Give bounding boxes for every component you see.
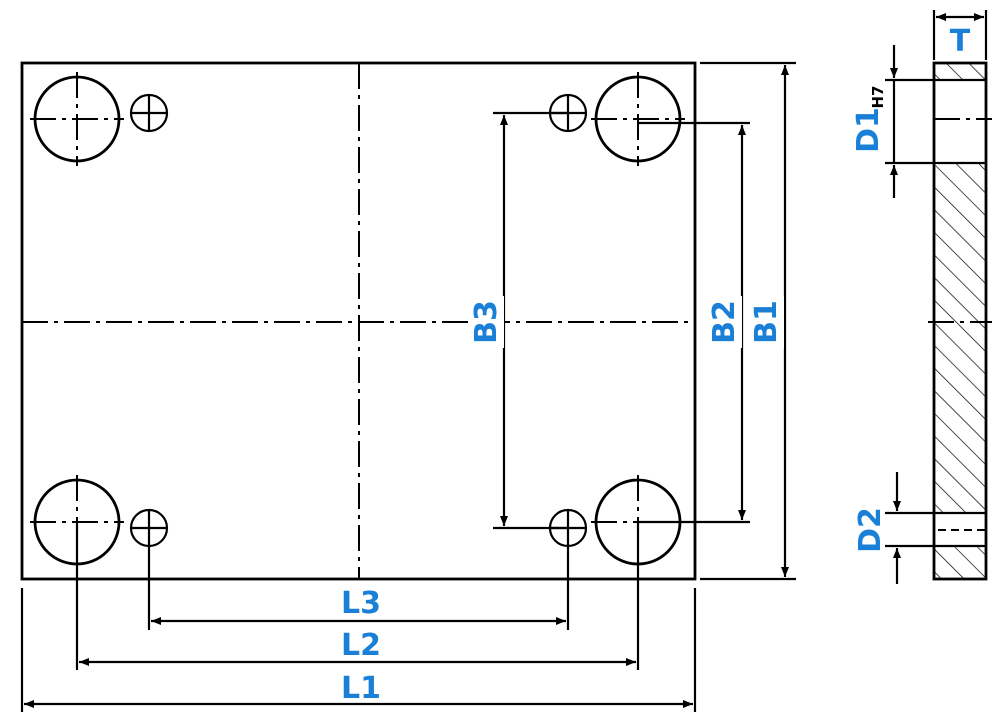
label-d1-tolerance: H7 — [869, 86, 887, 109]
dimension-b1 — [700, 61, 796, 581]
label-t: T — [950, 24, 971, 59]
label-l3: L3 — [341, 586, 381, 621]
small-hole-bottom-left — [129, 508, 169, 548]
label-b2: B2 — [707, 300, 742, 344]
dimension-l1 — [20, 588, 697, 712]
dimension-l2 — [75, 522, 640, 670]
front-view — [20, 61, 697, 581]
labels: L3 L2 L1 B3 B2 B1 T D1 H7 D2 — [337, 24, 971, 706]
label-b1: B1 — [749, 300, 784, 344]
large-hole-top-left — [30, 72, 124, 166]
label-l1: L1 — [341, 671, 381, 706]
dimension-d2 — [885, 472, 934, 584]
dimension-t — [932, 10, 988, 60]
dimension-d1 — [885, 45, 934, 198]
dimension-b3 — [493, 111, 568, 530]
side-view — [928, 61, 992, 581]
large-hole-top-right — [591, 72, 685, 166]
dimension-l3 — [147, 546, 570, 630]
label-b3: B3 — [469, 300, 504, 344]
label-d1: D1 — [851, 107, 886, 153]
label-l2: L2 — [341, 628, 381, 663]
label-d2: D2 — [853, 507, 888, 553]
small-hole-top-left — [129, 93, 169, 133]
